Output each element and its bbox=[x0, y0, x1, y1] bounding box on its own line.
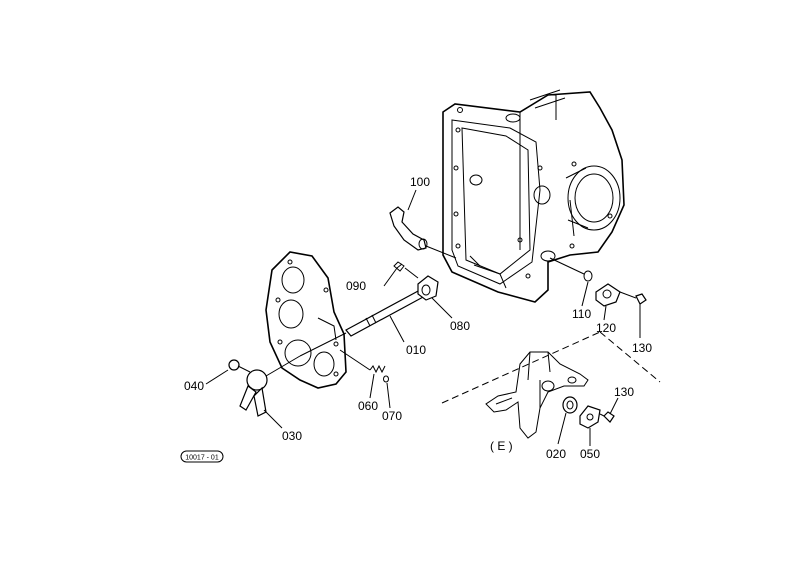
gear-case-housing bbox=[442, 89, 625, 303]
bolt-130-detail bbox=[599, 411, 615, 423]
reference-code-box: 10017 - 01 bbox=[180, 450, 224, 463]
label-part-080: 080 bbox=[450, 319, 470, 333]
detail-e-housing bbox=[485, 351, 589, 439]
shift-fork-030 bbox=[239, 355, 301, 417]
label-part-060: 060 bbox=[358, 399, 378, 413]
shift-fork-080 bbox=[417, 275, 439, 301]
label-part-100: 100 bbox=[410, 175, 430, 189]
o-ring-110 bbox=[549, 257, 593, 282]
detent-ball-090 bbox=[393, 261, 419, 279]
spring-060 bbox=[339, 349, 389, 383]
cover-120 bbox=[595, 283, 621, 307]
label-part-090: 090 bbox=[346, 279, 366, 293]
reference-code: 10017 - 01 bbox=[185, 455, 219, 462]
bushing-020 bbox=[562, 396, 578, 414]
bolt-040 bbox=[228, 359, 251, 373]
label-part-010: 010 bbox=[406, 343, 426, 357]
label-part-130: 130 bbox=[632, 341, 652, 355]
label-part-110: 110 bbox=[572, 307, 591, 321]
label-part-040: 040 bbox=[184, 379, 204, 393]
bolt-130 bbox=[619, 291, 647, 305]
detail-e-frame bbox=[441, 331, 661, 404]
front-cover-plate bbox=[265, 251, 347, 389]
cover-050 bbox=[579, 405, 601, 429]
leader-lines bbox=[205, 189, 641, 446]
label-part-020: 020 bbox=[546, 447, 566, 461]
label-part-120: 120 bbox=[596, 321, 616, 335]
label-part-130-detail: 130 bbox=[614, 385, 634, 399]
label-part-070: 070 bbox=[382, 409, 402, 423]
label-detail-e: ( E ) bbox=[490, 439, 513, 453]
shift-arm-100 bbox=[389, 206, 457, 259]
label-part-030: 030 bbox=[282, 429, 302, 443]
label-part-050: 050 bbox=[580, 447, 600, 461]
